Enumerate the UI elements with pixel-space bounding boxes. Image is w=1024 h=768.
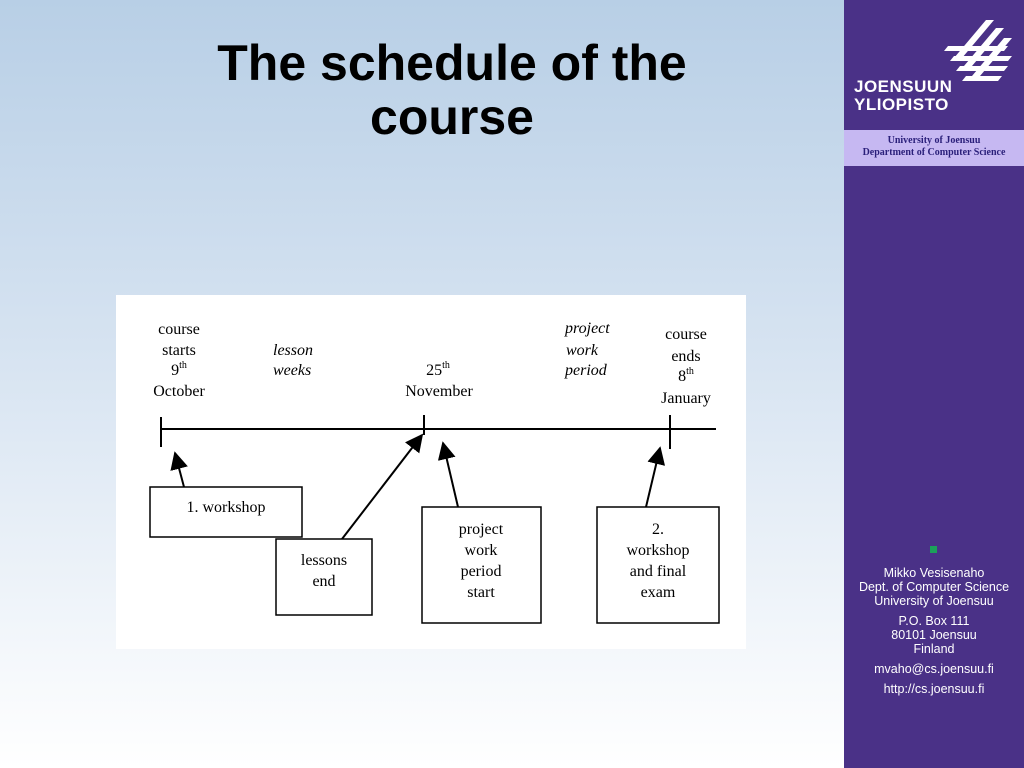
box-lessons-end xyxy=(275,538,373,616)
label-end-month: January xyxy=(661,390,711,407)
sidebar: JOENSUUN YLIOPISTO University of Joensuu… xyxy=(844,0,1024,768)
logo-line-1: JOENSUUN xyxy=(854,77,953,96)
label-middle-month: November xyxy=(405,383,473,400)
slide-area: The schedule of the course course starts… xyxy=(0,0,844,768)
slide-title: The schedule of the course xyxy=(90,36,814,144)
label-middle-date: 25th xyxy=(426,360,450,379)
box-project-start-line-4: start xyxy=(467,584,495,601)
label-lesson-weeks-1: lesson xyxy=(273,342,313,359)
box-project-start-line-1: project xyxy=(459,521,504,538)
box-lessons-end-line-2: end xyxy=(312,573,335,590)
label-lesson-weeks-2: weeks xyxy=(273,362,311,379)
box-workshop2-line-4: exam xyxy=(641,584,676,601)
label-start-date: 9th xyxy=(171,360,187,379)
contact-box: P.O. Box 111 xyxy=(898,614,970,628)
schedule-diagram: course starts 9th October lesson weeks 2… xyxy=(116,295,746,649)
contact-city: 80101 Joensuu xyxy=(891,628,977,642)
logo-stripes-icon xyxy=(944,20,1012,81)
contact-info: Mikko Vesisenaho Dept. of Computer Scien… xyxy=(844,566,1024,696)
box-lessons-end-line-1: lessons xyxy=(301,552,347,569)
label-start-line-2: starts xyxy=(162,342,196,359)
arrow-workshop2 xyxy=(645,446,666,508)
arrow-lessons-end xyxy=(341,433,424,540)
label-project-3: period xyxy=(564,362,608,379)
box-workshop1 xyxy=(149,486,303,538)
box-workshop2-line-2: workshop xyxy=(626,542,689,559)
logo-line-2: YLIOPISTO xyxy=(854,95,949,114)
label-project-2: work xyxy=(566,342,599,359)
department-banner: University of Joensuu Department of Comp… xyxy=(844,130,1024,166)
label-end-line-2: ends xyxy=(671,348,700,365)
label-project-1: project xyxy=(564,320,610,337)
contact-email[interactable]: mvaho@cs.joensuu.fi xyxy=(874,662,994,676)
banner-line-1: University of Joensuu xyxy=(887,135,981,146)
banner-line-2: Department of Computer Science xyxy=(862,147,1006,158)
arrow-project-start xyxy=(437,441,459,508)
contact-web[interactable]: http://cs.joensuu.fi xyxy=(883,682,985,696)
box-workshop1-text: 1. workshop xyxy=(186,499,265,516)
label-start-month: October xyxy=(153,383,205,400)
title-line-2: course xyxy=(370,89,534,145)
university-logo: JOENSUUN YLIOPISTO xyxy=(844,0,1024,130)
contact-country: Finland xyxy=(913,642,955,656)
label-start-line-1: course xyxy=(158,321,200,338)
title-line-1: The schedule of the xyxy=(217,35,687,91)
label-end-line-1: course xyxy=(665,326,707,343)
logo-text: JOENSUUN YLIOPISTO xyxy=(854,78,952,114)
box-workshop2-line-1: 2. xyxy=(652,521,664,538)
box-project-start xyxy=(421,506,542,624)
label-end-date: 8th xyxy=(678,366,694,385)
box-workshop2 xyxy=(596,506,720,624)
timeline-svg: course starts 9th October lesson weeks 2… xyxy=(149,320,720,624)
box-project-start-line-2: work xyxy=(465,542,498,559)
box-project-start-line-3: period xyxy=(461,563,502,580)
box-workshop2-line-3: and final xyxy=(630,563,687,580)
arrow-workshop1 xyxy=(170,451,188,488)
contact-dept: Dept. of Computer Science xyxy=(858,580,1010,594)
bullet-square-icon xyxy=(930,546,937,553)
contact-name: Mikko Vesisenaho xyxy=(883,566,985,580)
contact-university: University of Joensuu xyxy=(874,594,994,608)
